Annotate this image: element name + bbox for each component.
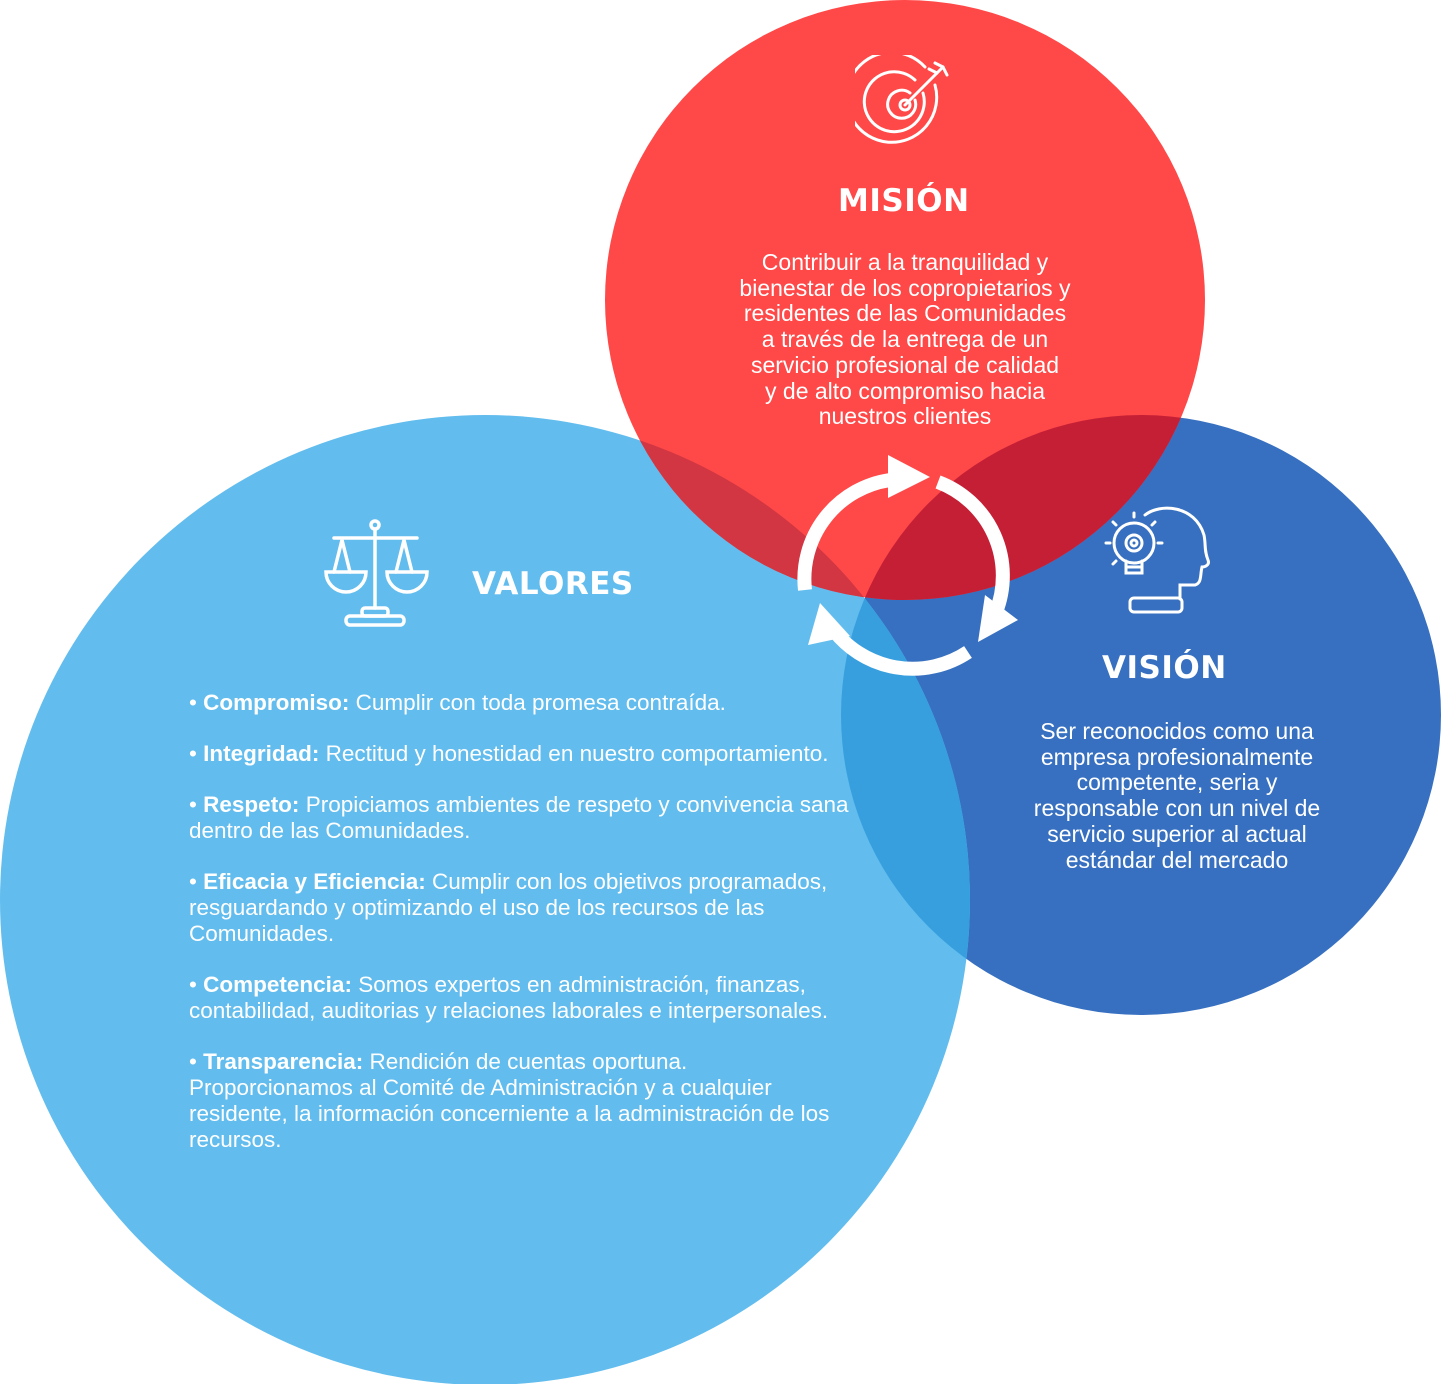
text-line: bienestar de los copropietarios y xyxy=(739,274,1071,301)
text-line: servicio profesional de calidad xyxy=(750,351,1060,378)
valor-description: Cumplir con los objetivos programados, r… xyxy=(189,869,828,946)
valor-description: Cumplir con toda promesa contraída. xyxy=(355,690,726,715)
valores-list: • Compromiso: Cumplir con toda promesa c… xyxy=(189,690,849,1178)
mision-vision-overlap xyxy=(841,415,1205,600)
target-arrow-icon xyxy=(855,55,949,144)
valor-description: Rendición de cuentas oportuna. Proporcio… xyxy=(189,1049,830,1152)
valor-item: • Integridad: Rectitud y honestidad en n… xyxy=(189,741,849,767)
bullet: • xyxy=(189,972,197,997)
vision-title: VISIÓN xyxy=(1102,650,1227,686)
text-line: responsable con un nivel de xyxy=(1033,795,1321,822)
text-line: nuestros clientes xyxy=(818,403,992,430)
valor-item: • Respeto: Propiciamos ambientes de resp… xyxy=(189,792,849,844)
valor-term: Compromiso: xyxy=(203,690,350,715)
cycle-arrows-icon xyxy=(797,473,1010,676)
bullet: • xyxy=(189,1049,197,1074)
text-line: a través de la entrega de un xyxy=(761,326,1049,353)
valor-term: Eficacia y Eficiencia: xyxy=(203,869,426,894)
valor-term: Competencia: xyxy=(203,972,352,997)
text-line: y de alto compromiso hacia xyxy=(765,377,1045,404)
text-line: servicio superior al actual xyxy=(1047,820,1307,847)
valores-circle xyxy=(0,415,970,1384)
text-line: residentes de las Comunidades xyxy=(743,300,1067,327)
head-lightbulb-gear-icon xyxy=(1104,506,1210,614)
valor-description: Propiciamos ambientes de respeto y convi… xyxy=(189,792,849,843)
bullet: • xyxy=(189,690,197,715)
text-line: estándar del mercado xyxy=(1065,846,1289,873)
valores-title: VALORES xyxy=(472,566,634,602)
scales-of-justice-icon xyxy=(324,519,429,627)
valor-item: • Competencia: Somos expertos en adminis… xyxy=(189,972,849,1024)
valor-item: • Transparencia: Rendición de cuentas op… xyxy=(189,1049,849,1153)
valor-item: • Compromiso: Cumplir con toda promesa c… xyxy=(189,690,849,716)
text-line: Contribuir a la tranquilidad y xyxy=(761,249,1049,275)
valor-term: Integridad: xyxy=(203,741,320,766)
valor-item: • Eficacia y Eficiencia: Cumplir con los… xyxy=(189,869,849,947)
text-line: Ser reconocidos como una xyxy=(1040,718,1314,744)
bullet: • xyxy=(189,792,197,817)
bullet: • xyxy=(189,869,197,894)
text-line: competente, seria y xyxy=(1076,769,1278,796)
valor-description: Somos expertos en administración, finanz… xyxy=(189,972,829,1023)
valor-term: Transparencia: xyxy=(203,1049,364,1074)
cycle-arrowheads xyxy=(808,455,1018,645)
bullet: • xyxy=(189,741,197,766)
valor-term: Respeto: xyxy=(203,792,300,817)
valor-description: Rectitud y honestidad en nuestro comport… xyxy=(325,741,829,766)
mision-title: MISIÓN xyxy=(838,183,970,219)
text-line: empresa profesionalmente xyxy=(1040,743,1314,770)
